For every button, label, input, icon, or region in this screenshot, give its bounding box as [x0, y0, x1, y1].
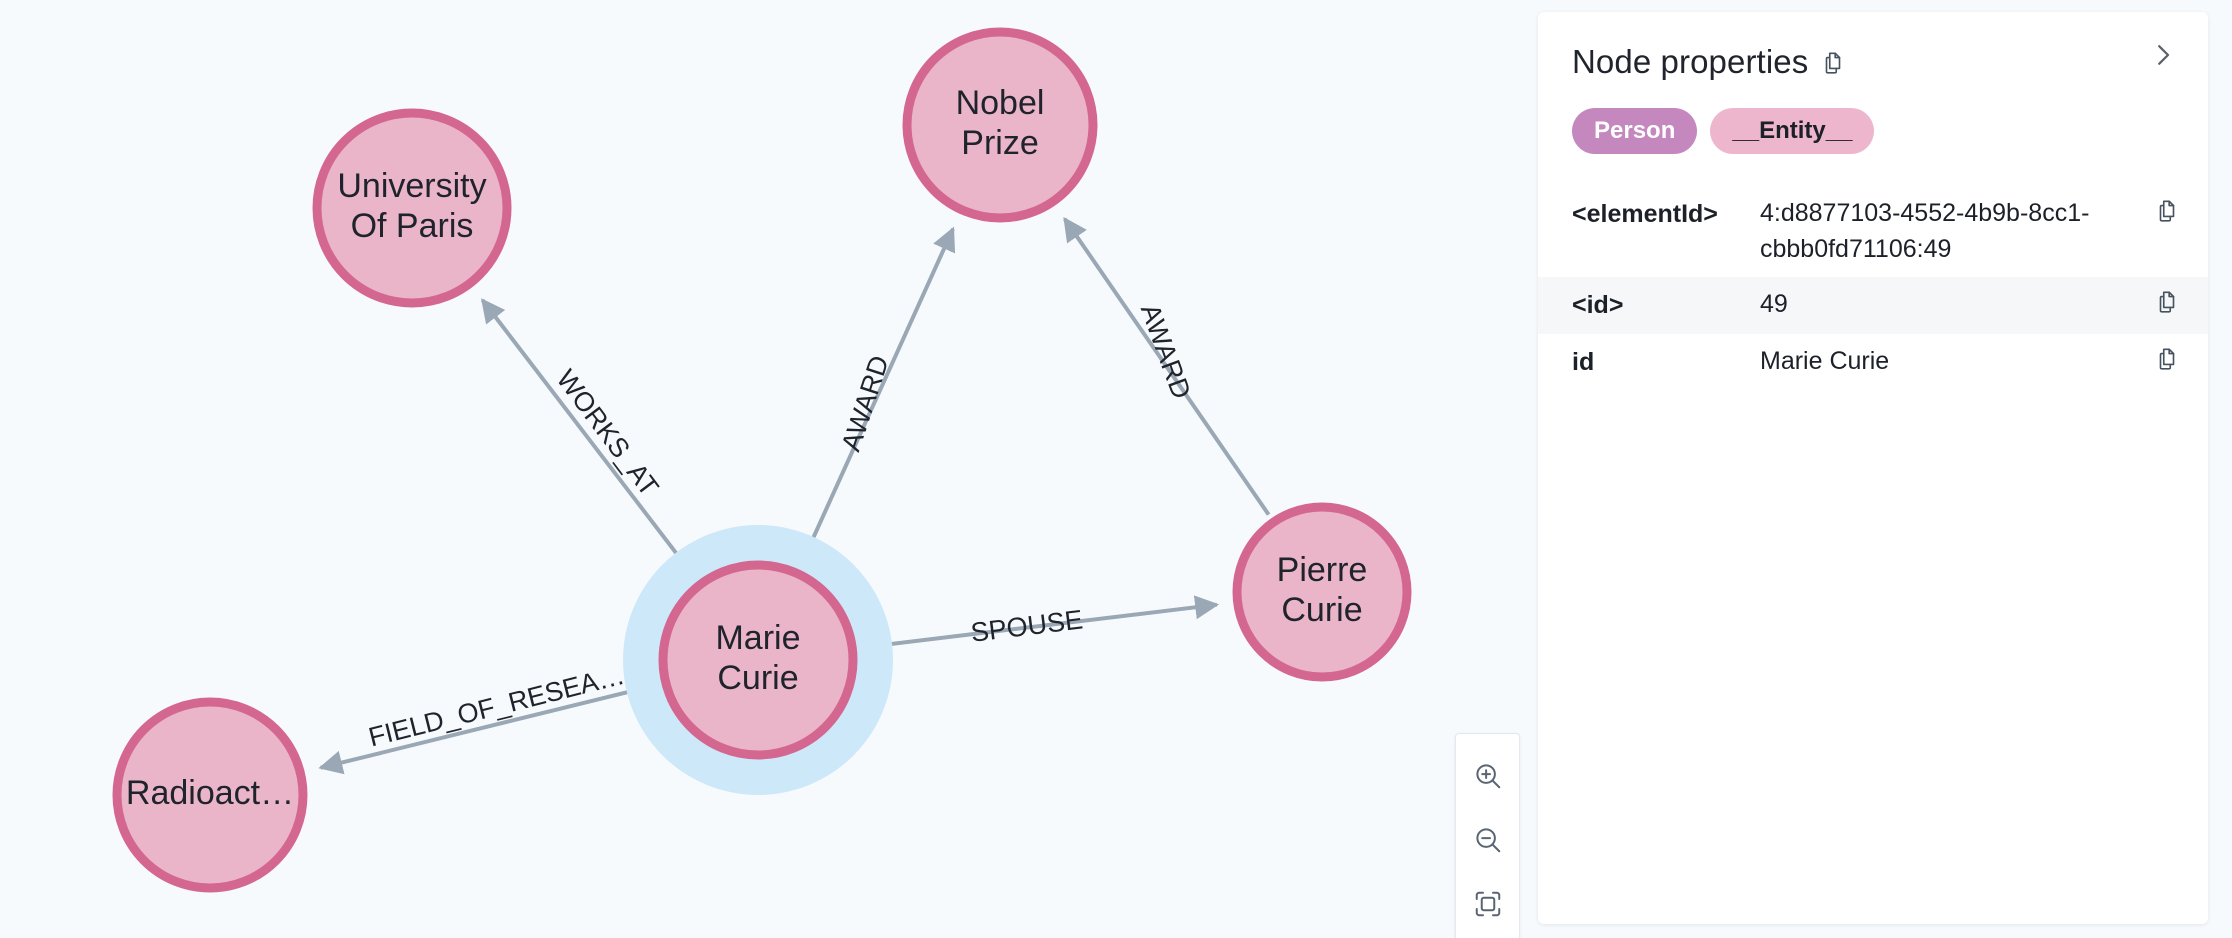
copy-icon[interactable]	[2146, 196, 2188, 224]
fit-to-screen-button[interactable]	[1462, 878, 1514, 930]
relationship-label-award-marie: AWARD	[836, 352, 895, 455]
node-circle[interactable]	[112, 697, 308, 893]
zoom-in-button[interactable]	[1462, 750, 1514, 802]
zoom-controls	[1455, 733, 1520, 938]
collapse-panel-button[interactable]	[2140, 32, 2186, 78]
property-row: <elementId> 4:d8877103-4552-4b9b-8cc1-cbb…	[1538, 186, 2208, 277]
edges-layer	[318, 216, 1271, 775]
zoom-out-button[interactable]	[1462, 814, 1514, 866]
node-circle[interactable]	[658, 560, 858, 760]
fit-to-screen-icon	[1475, 891, 1500, 917]
node-circle[interactable]	[312, 108, 512, 308]
node-circle[interactable]	[1232, 502, 1412, 682]
property-value: 49	[1760, 290, 1788, 319]
property-value: Marie Curie	[1760, 346, 1890, 375]
property-key: <elementId>	[1572, 200, 1718, 229]
copy-icon[interactable]	[2146, 344, 2188, 372]
page-title: Node properties	[1572, 43, 1809, 80]
zoom-in-icon	[1475, 764, 1500, 789]
property-key: id	[1572, 347, 1595, 376]
zoom-out-icon	[1475, 828, 1500, 853]
relationship-label-award-pierre: AWARD	[1135, 300, 1197, 403]
relationship-spouse[interactable]	[861, 595, 1220, 650]
node-properties-table: <elementId> 4:d8877103-4552-4b9b-8cc1-cbb…	[1538, 186, 2208, 390]
property-key: <id>	[1572, 291, 1624, 320]
property-value: 4:d8877103-4552-4b9b-8cc1-cbbb0fd71106:4…	[1760, 199, 2090, 263]
property-row: <id> 49	[1538, 277, 2208, 334]
node-label-chip-0[interactable]: Person	[1572, 108, 1698, 155]
property-row: id Marie Curie	[1538, 334, 2208, 391]
relationship-award-marie[interactable]	[799, 226, 956, 567]
copy-icon[interactable]	[1820, 50, 1846, 76]
node-properties-panel: Node properties Person __Entity__ <elemen…	[1538, 12, 2208, 924]
relationship-award-pierre[interactable]	[1063, 216, 1271, 516]
relationship-label-works-at: WORKS_AT	[551, 364, 665, 501]
copy-icon[interactable]	[2146, 287, 2188, 315]
relationship-field-of-research[interactable]	[318, 682, 658, 775]
chevron-right-icon	[2158, 45, 2170, 65]
node-circle[interactable]	[902, 27, 1098, 223]
panel-header: Node properties	[1538, 12, 2208, 80]
node-label-chips: Person __Entity__	[1538, 80, 2208, 155]
relationship-works-at[interactable]	[480, 298, 697, 579]
relationship-label-field-of-research: FIELD_OF_RESEA…	[366, 660, 628, 753]
graph-node-radioactivity[interactable]: Radioact…	[112, 697, 308, 893]
node-label-chip-1[interactable]: __Entity__	[1710, 108, 1875, 155]
